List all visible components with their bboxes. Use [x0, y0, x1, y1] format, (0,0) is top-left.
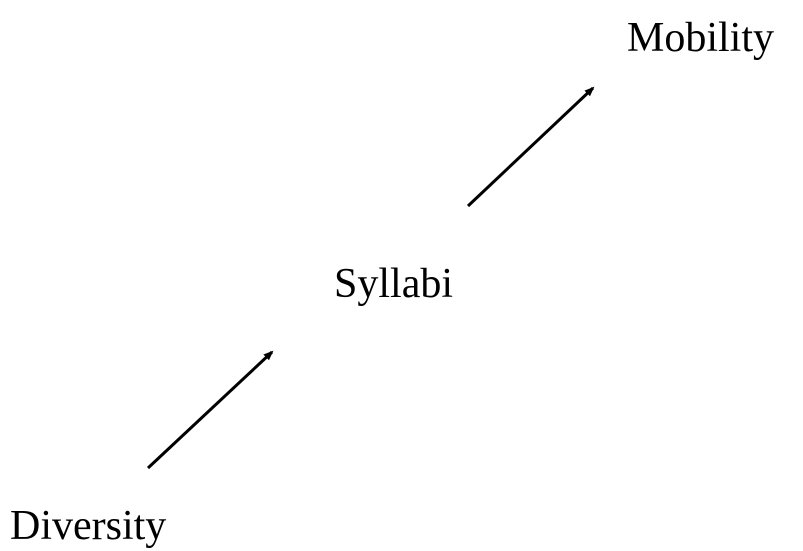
- node-label-mobility: Mobility: [627, 15, 775, 61]
- arrow-diversity-to-syllabi: [146, 350, 274, 470]
- arrow-syllabi-to-mobility: [466, 86, 595, 208]
- node-label-diversity: Diversity: [10, 503, 167, 549]
- node-label-syllabi: Syllabi: [334, 261, 454, 307]
